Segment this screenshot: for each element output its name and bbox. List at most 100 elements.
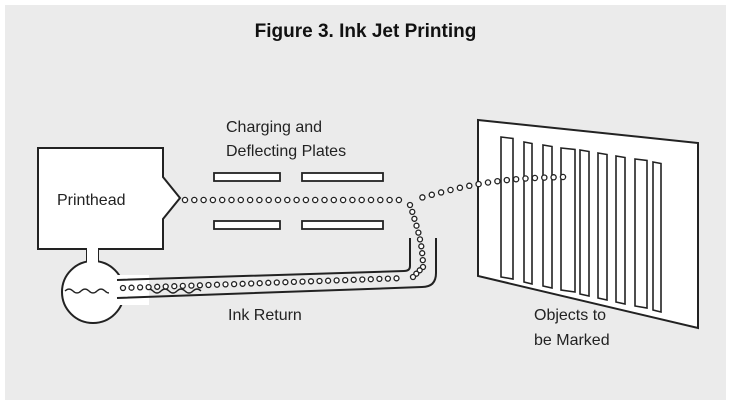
ink-droplet bbox=[171, 283, 178, 290]
ink-droplet bbox=[522, 175, 529, 182]
ink-droplet bbox=[409, 208, 416, 216]
ink-droplet bbox=[333, 277, 340, 284]
ink-droplet bbox=[213, 281, 221, 288]
ink-droplet bbox=[293, 196, 300, 204]
ink-droplet bbox=[181, 196, 189, 204]
plate-top-right bbox=[301, 172, 384, 182]
ink-droplet bbox=[393, 275, 400, 282]
ink-droplet bbox=[367, 196, 375, 204]
panel-bars bbox=[500, 136, 662, 314]
ink-droplet bbox=[299, 278, 306, 285]
ink-droplet bbox=[196, 282, 204, 289]
ink-droplet bbox=[342, 276, 349, 284]
ink-droplet bbox=[228, 196, 235, 204]
ink-droplet bbox=[384, 275, 392, 282]
ink-droplet bbox=[179, 282, 186, 290]
ink-jet-diagram bbox=[37, 118, 699, 330]
figure-title: Figure 3. Ink Jet Printing bbox=[254, 21, 477, 42]
printhead-label: Printhead bbox=[57, 192, 126, 209]
ink-droplet bbox=[541, 174, 548, 181]
ink-droplet bbox=[419, 250, 426, 257]
ink-droplet bbox=[376, 275, 383, 283]
plates-label-line2: Deflecting Plates bbox=[226, 143, 347, 160]
ink-droplet bbox=[248, 280, 255, 287]
ink-droplet bbox=[409, 273, 417, 281]
ink-droplet bbox=[550, 174, 557, 181]
ink-droplet bbox=[191, 196, 198, 204]
ink-droplet bbox=[324, 277, 332, 284]
ink-droplet bbox=[205, 281, 212, 289]
plates-label-line1: Charging and bbox=[226, 119, 323, 136]
ink-droplet bbox=[154, 283, 161, 290]
panel-bar bbox=[579, 149, 590, 297]
ink-droplet bbox=[416, 236, 424, 243]
ink-droplet bbox=[406, 201, 414, 209]
ink-droplet bbox=[128, 284, 135, 291]
ink-droplet bbox=[475, 180, 482, 188]
figure: Figure 3. Ink Jet Printing Printhead Cha… bbox=[5, 5, 726, 400]
ink-droplet bbox=[237, 196, 245, 204]
ink-droplet bbox=[359, 276, 366, 283]
plate-bottom-right bbox=[301, 220, 384, 230]
ink-droplet bbox=[339, 196, 347, 204]
ink-droplet bbox=[531, 174, 539, 182]
ink-droplet bbox=[386, 196, 393, 204]
objects-label-line1: Objects to bbox=[534, 307, 607, 324]
droplet-stream-deflected bbox=[419, 173, 567, 201]
panel-bar bbox=[523, 141, 533, 286]
ink-droplet bbox=[437, 189, 445, 196]
ink-droplet bbox=[484, 179, 492, 186]
ink-droplet bbox=[230, 280, 238, 288]
panel-bar bbox=[634, 158, 648, 309]
panel-bar bbox=[597, 152, 608, 301]
ink-droplet bbox=[428, 191, 436, 199]
objects-label-line2: be Marked bbox=[534, 332, 610, 349]
ink-return-label: Ink Return bbox=[228, 307, 302, 324]
ink-droplet bbox=[273, 279, 280, 286]
ink-droplet bbox=[256, 280, 263, 287]
ink-droplet bbox=[418, 243, 425, 250]
ink-droplet bbox=[494, 177, 501, 185]
ink-droplet bbox=[559, 173, 567, 181]
panel-bar bbox=[500, 136, 514, 280]
ink-droplet bbox=[162, 283, 169, 290]
ink-droplet bbox=[415, 229, 422, 236]
droplet-stream-straight bbox=[181, 196, 403, 204]
ink-droplet bbox=[466, 182, 473, 190]
ink-droplet bbox=[222, 281, 229, 288]
ink-droplet bbox=[246, 196, 254, 204]
ink-droplet bbox=[239, 280, 246, 287]
ink-droplet bbox=[367, 276, 374, 283]
ink-droplet bbox=[358, 196, 365, 204]
ink-droplet bbox=[274, 196, 282, 204]
ink-droplet bbox=[119, 284, 127, 292]
ink-droplet bbox=[321, 196, 328, 204]
ink-droplet bbox=[311, 196, 319, 204]
ink-droplet bbox=[265, 279, 272, 286]
ink-droplet bbox=[316, 277, 323, 285]
printhead-body bbox=[37, 147, 182, 250]
ink-droplet bbox=[290, 278, 298, 286]
ink-droplet bbox=[503, 176, 511, 184]
ink-droplet bbox=[284, 196, 291, 204]
ink-droplet bbox=[218, 196, 226, 204]
panel-bar bbox=[615, 155, 626, 305]
ink-droplet bbox=[200, 196, 207, 204]
ink-droplet bbox=[282, 279, 289, 286]
ink-droplet bbox=[419, 194, 426, 201]
ink-droplet bbox=[188, 282, 195, 289]
ink-droplet bbox=[307, 278, 315, 285]
ink-droplet bbox=[145, 283, 152, 291]
plate-top-left bbox=[213, 172, 281, 182]
ink-droplet bbox=[256, 196, 263, 204]
ink-droplet bbox=[413, 222, 420, 229]
panel-bar bbox=[542, 144, 553, 289]
ink-droplet bbox=[512, 175, 520, 183]
panel-bar bbox=[652, 161, 662, 314]
ink-droplet bbox=[456, 184, 464, 192]
ink-droplet bbox=[419, 256, 426, 264]
plate-bottom-left bbox=[213, 220, 281, 230]
ink-droplet bbox=[265, 196, 272, 204]
ink-return-tube-outer bbox=[116, 238, 437, 299]
ink-droplet bbox=[349, 196, 356, 204]
